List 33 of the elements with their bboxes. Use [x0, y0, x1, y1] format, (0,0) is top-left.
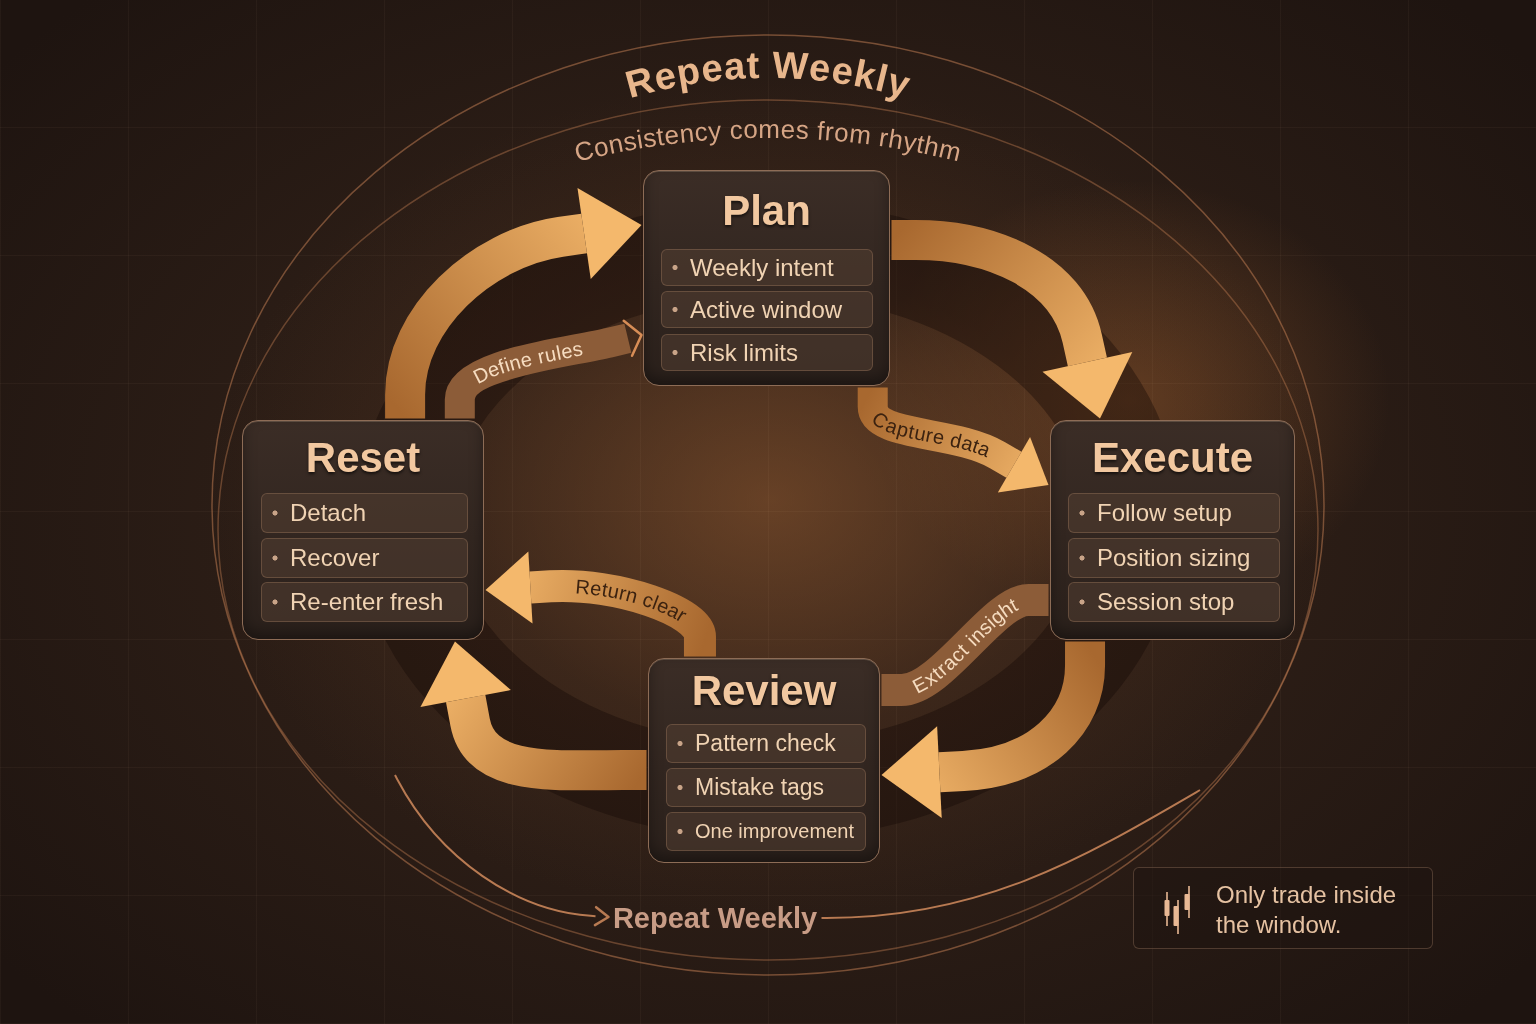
checklist-item: Follow setup: [1068, 493, 1280, 533]
checklist-item: Weekly intent: [661, 249, 873, 286]
connector-line: [820, 789, 1201, 919]
pointer-arrow: [394, 774, 610, 927]
curved-arrow: [485, 551, 716, 657]
checklist-item: Mistake tags: [666, 768, 866, 807]
cycle-label: Repeat Weekly: [610, 897, 820, 939]
arc-subtitle: Consistency comes from rhythm: [571, 114, 965, 168]
stage-card: [242, 420, 484, 640]
checklist-item: One improvement: [666, 812, 866, 851]
checklist-item: Position sizing: [1068, 538, 1280, 578]
checklist-item: Risk limits: [661, 334, 873, 371]
curved-arrow: [857, 387, 1049, 493]
stage-title: Reset: [305, 434, 421, 482]
stage-card: [643, 170, 890, 386]
arc-heading: Repeat Weekly: [620, 43, 916, 107]
checklist-item: Re-enter fresh: [261, 582, 468, 622]
checklist-item: Pattern check: [666, 724, 866, 763]
stage-title: Review: [691, 667, 837, 715]
checklist-item: Active window: [661, 291, 873, 328]
edge-label: Capture data: [867, 406, 994, 462]
checklist-item: Recover: [261, 538, 468, 578]
checklist-item: Detach: [261, 493, 468, 533]
note-card: [1133, 867, 1433, 949]
edge-label: Define rules: [469, 337, 585, 388]
stage-title: Execute: [1091, 434, 1254, 482]
note-text: Only trade inside the window.: [1216, 880, 1398, 940]
checklist-item: Session stop: [1068, 582, 1280, 622]
stage-card: [648, 658, 880, 863]
stage-title: Plan: [722, 187, 811, 235]
stage-card: [1050, 420, 1295, 640]
curved-arrow: [420, 641, 647, 791]
edge-label: Return clear: [574, 575, 692, 627]
